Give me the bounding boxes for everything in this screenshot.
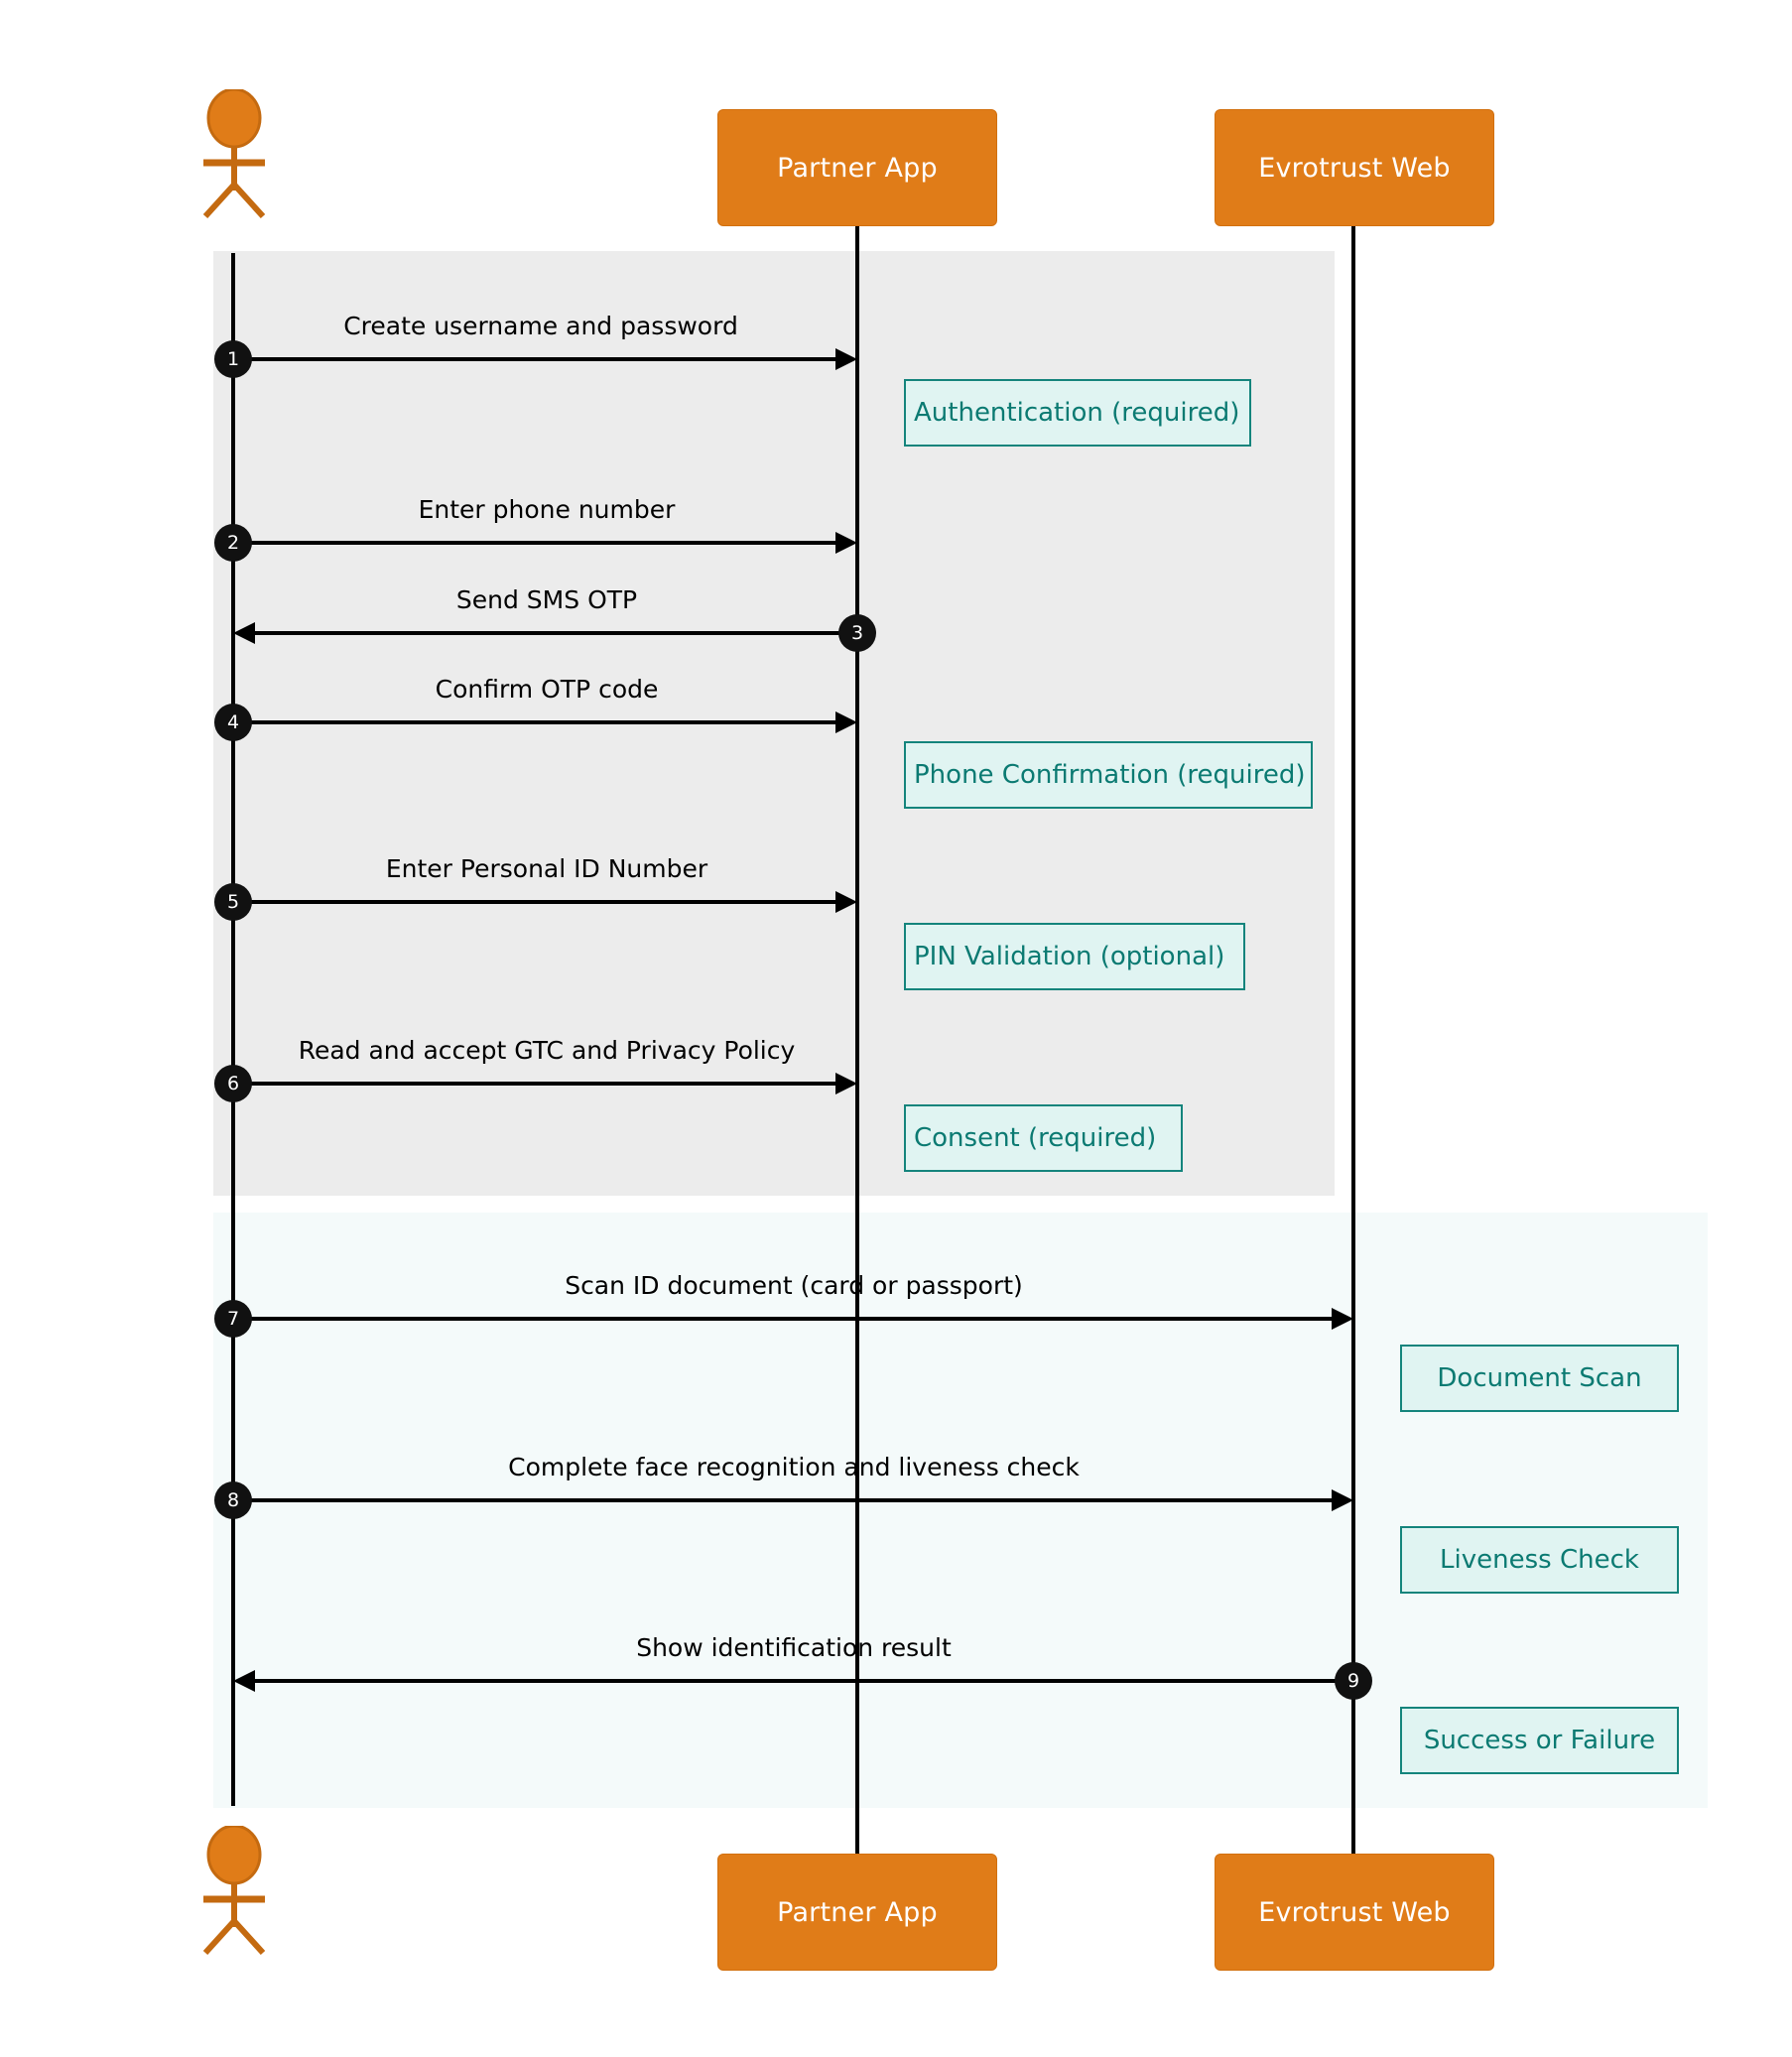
message-9-label: Show identification result [636, 1633, 952, 1662]
message-9-arrowhead [233, 1670, 255, 1692]
message-2-label: Enter phone number [418, 495, 676, 524]
participant-evrotrust-web-header[interactable]: Evrotrust Web [1215, 109, 1494, 226]
actor-head-icon-bottom [192, 1824, 277, 1956]
note-authentication: Authentication (required) [904, 379, 1251, 447]
message-7-arrowhead [1332, 1308, 1353, 1330]
note-liveness-check-label: Liveness Check [1440, 1545, 1639, 1575]
note-consent-label: Consent (required) [914, 1123, 1157, 1153]
participant-evrotrust-web-footer-label: Evrotrust Web [1258, 1896, 1451, 1928]
lifeline-evrotrust-web [1351, 226, 1355, 1854]
message-1-number: 1 [214, 340, 252, 378]
message-6-number: 6 [214, 1065, 252, 1102]
message-8-line [233, 1498, 1332, 1502]
message-1-label: Create username and password [343, 312, 738, 340]
message-9-number: 9 [1335, 1662, 1372, 1700]
note-pin-validation-label: PIN Validation (optional) [914, 942, 1225, 971]
note-phone-confirmation: Phone Confirmation (required) [904, 741, 1313, 809]
note-document-scan: Document Scan [1400, 1345, 1679, 1412]
note-liveness-check: Liveness Check [1400, 1526, 1679, 1594]
message-3-label: Send SMS OTP [455, 585, 638, 614]
message-7-label: Scan ID document (card or passport) [565, 1271, 1023, 1300]
note-document-scan-label: Document Scan [1437, 1363, 1642, 1393]
message-4-arrowhead [835, 711, 857, 733]
message-3-arrowhead [233, 622, 255, 644]
participant-partner-app-header[interactable]: Partner App [717, 109, 997, 226]
message-7-line [233, 1317, 1332, 1321]
message-3-line [255, 631, 857, 635]
participant-evrotrust-web-footer[interactable]: Evrotrust Web [1215, 1854, 1494, 1971]
note-consent: Consent (required) [904, 1104, 1183, 1172]
message-5-label: Enter Personal ID Number [385, 854, 708, 883]
note-success-or-failure: Success or Failure [1400, 1707, 1679, 1774]
message-1-line [233, 357, 835, 361]
participant-partner-app-header-label: Partner App [777, 152, 938, 184]
message-5-line [233, 900, 835, 904]
message-8-arrowhead [1332, 1489, 1353, 1511]
note-phone-confirmation-label: Phone Confirmation (required) [914, 760, 1306, 790]
message-6-label: Read and accept GTC and Privacy Policy [298, 1036, 796, 1065]
participant-partner-app-footer-label: Partner App [777, 1896, 938, 1928]
note-authentication-label: Authentication (required) [914, 398, 1240, 428]
message-6-line [233, 1082, 835, 1086]
message-2-line [233, 541, 835, 545]
message-3-number: 3 [838, 614, 876, 652]
message-4-line [233, 720, 835, 724]
message-5-arrowhead [835, 891, 857, 913]
message-6-arrowhead [835, 1073, 857, 1094]
lifeline-actor [231, 253, 235, 1806]
participant-partner-app-footer[interactable]: Partner App [717, 1854, 997, 1971]
message-7-number: 7 [214, 1300, 252, 1338]
message-4-number: 4 [214, 704, 252, 741]
message-2-arrowhead [835, 532, 857, 554]
message-5-number: 5 [214, 883, 252, 921]
message-4-label: Confirm OTP code [435, 675, 659, 704]
message-8-number: 8 [214, 1481, 252, 1519]
message-9-line [255, 1679, 1353, 1683]
message-8-label: Complete face recognition and liveness c… [508, 1453, 1080, 1481]
message-1-arrowhead [835, 348, 857, 370]
message-2-number: 2 [214, 524, 252, 562]
actor-head-icon [192, 87, 277, 219]
participant-evrotrust-web-header-label: Evrotrust Web [1258, 152, 1451, 184]
note-pin-validation: PIN Validation (optional) [904, 923, 1245, 990]
lifeline-partner-app [855, 226, 859, 1854]
note-success-or-failure-label: Success or Failure [1423, 1726, 1656, 1755]
